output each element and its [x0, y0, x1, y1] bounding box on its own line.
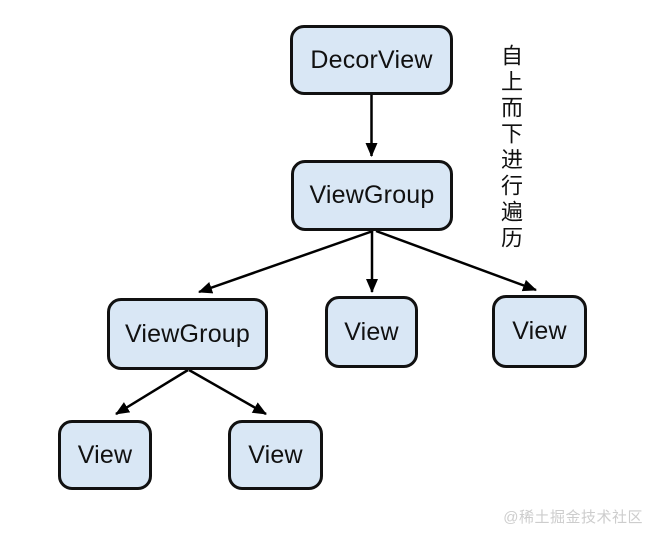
node-viewgroup-level2: ViewGroup	[291, 160, 453, 231]
node-view-right: View	[492, 295, 587, 368]
node-view-bottom-right: View	[228, 420, 323, 490]
node-viewgroup-level3: ViewGroup	[107, 298, 268, 370]
edge-viewgroup-view-right	[375, 229, 537, 292]
watermark-juejin: @稀土掘金技术社区	[503, 509, 643, 526]
node-decorview: DecorView	[290, 25, 453, 95]
node-label: ViewGroup	[124, 319, 251, 348]
node-label: DecorView	[310, 45, 433, 74]
node-label: ViewGroup	[309, 181, 435, 209]
node-label: View	[248, 440, 303, 469]
edge-viewgroup-view-bottom-right	[188, 368, 267, 416]
node-view-middle: View	[325, 296, 418, 368]
edge-viewgroup-viewgroup	[198, 229, 374, 294]
node-view-bottom-left: View	[58, 420, 152, 490]
node-label: View	[344, 317, 399, 346]
traversal-annotation: 自上而下进行遍历	[498, 44, 523, 252]
edge-viewgroup-view-bottom-left	[115, 368, 189, 416]
node-label: View	[512, 317, 567, 345]
node-label: View	[77, 440, 133, 469]
